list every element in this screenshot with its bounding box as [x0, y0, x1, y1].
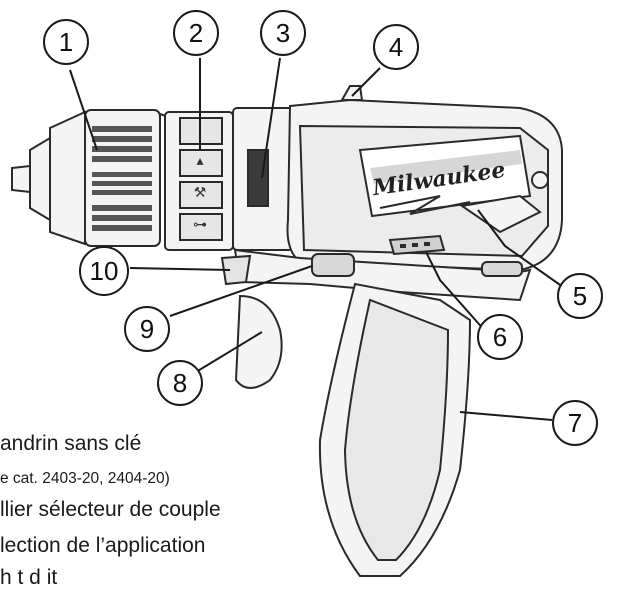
callout-7: 7 — [552, 400, 598, 446]
chuck-knurl-pattern — [92, 126, 152, 231]
gear-housing — [232, 107, 294, 251]
battery-latch — [481, 261, 523, 277]
mode-selector-marks: ▴ ⚒ ⊶ — [193, 153, 207, 233]
callout-5-label: 5 — [573, 281, 587, 311]
callout-1: 1 — [43, 19, 89, 65]
callout-10-label: 10 — [90, 256, 119, 286]
callout-6: 6 — [477, 314, 523, 360]
callout-9-label: 9 — [140, 314, 154, 344]
legend-line-catalog: e cat. 2403-20, 2404-20) — [0, 470, 170, 487]
callout-2: 2 — [173, 10, 219, 56]
legend-line-chuck: andrin sans clé — [0, 432, 142, 455]
callout-7-label: 7 — [568, 408, 582, 438]
callout-4: 4 — [373, 24, 419, 70]
callout-5: 5 — [557, 273, 603, 319]
selector-mark-drill: ▴ — [196, 153, 203, 169]
speed-selector — [340, 85, 364, 101]
trigger — [234, 294, 283, 389]
selector-mark-hammer: ⚒ — [194, 185, 207, 201]
legend-line-cutoff: h t d it — [0, 566, 58, 589]
handle-grip — [318, 282, 472, 577]
callout-9: 9 — [124, 306, 170, 352]
lower-body — [220, 234, 532, 302]
callout-3: 3 — [260, 10, 306, 56]
leader-lines — [69, 57, 564, 421]
callout-3-label: 3 — [276, 18, 290, 48]
callout-4-label: 4 — [389, 32, 403, 62]
fuel-gauge-leds — [400, 242, 430, 248]
callout-2-label: 2 — [189, 18, 203, 48]
keyless-chuck — [11, 109, 161, 247]
callout-8: 8 — [157, 360, 203, 406]
lightning-stripe — [379, 195, 471, 215]
legend-line-mode-selector: lection de l’application — [0, 534, 206, 557]
logo-band — [358, 134, 532, 218]
callout-8-label: 8 — [173, 368, 187, 398]
callout-6-label: 6 — [493, 322, 507, 352]
legend-line-torque-collar: llier sélecteur de couple — [0, 498, 221, 521]
selector-mark-screw: ⊶ — [193, 217, 207, 233]
callout-1-label: 1 — [59, 27, 73, 57]
callout-10: 10 — [79, 246, 129, 296]
